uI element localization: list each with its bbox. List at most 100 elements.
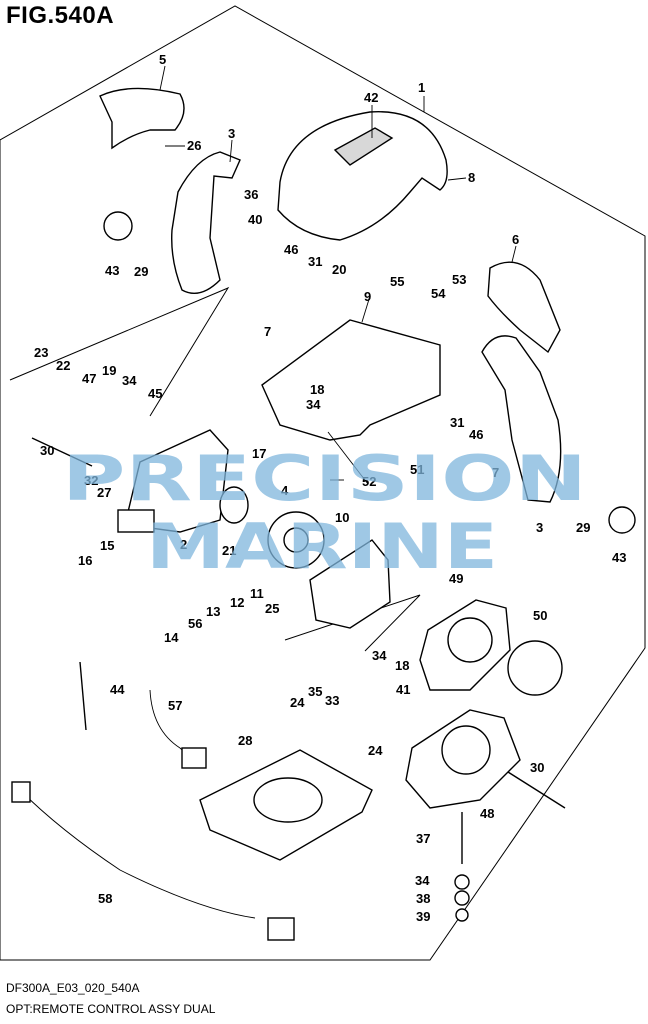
callout: 44 bbox=[110, 682, 125, 697]
lever-disc-43-right bbox=[608, 506, 636, 534]
callout: 47 bbox=[82, 371, 96, 386]
assy-49-wheel bbox=[447, 617, 493, 663]
hub-50 bbox=[507, 640, 563, 696]
lever-disc-43 bbox=[103, 211, 133, 241]
callout: 30 bbox=[40, 443, 54, 458]
callout: 25 bbox=[265, 601, 279, 616]
callout: 49 bbox=[449, 571, 463, 586]
callout: 51 bbox=[410, 462, 424, 477]
callout: 11 bbox=[250, 586, 264, 601]
bolt-30-left bbox=[31, 437, 93, 467]
callout: 55 bbox=[390, 274, 404, 289]
cover-part bbox=[277, 111, 448, 241]
callout: 34 bbox=[122, 373, 137, 388]
callout: 18 bbox=[395, 658, 409, 673]
callout: 5 bbox=[159, 52, 166, 67]
cover-badge-part bbox=[333, 127, 394, 166]
harness-57 bbox=[149, 689, 197, 763]
right-arm-part bbox=[481, 335, 562, 503]
callout: 34 bbox=[372, 648, 387, 663]
bolt-30-right bbox=[507, 771, 566, 809]
gasket-hole bbox=[253, 777, 323, 823]
figure-title: FIG.540A bbox=[6, 2, 115, 29]
frame-inner-line-2 bbox=[284, 594, 421, 652]
washer-38 bbox=[454, 890, 470, 906]
callout: 52 bbox=[362, 474, 376, 489]
callout: 36 bbox=[244, 187, 258, 202]
callout: 12 bbox=[230, 595, 244, 610]
callout: 22 bbox=[56, 358, 70, 373]
callout: 7 bbox=[492, 465, 499, 480]
callout: 9 bbox=[364, 289, 371, 304]
callout: 37 bbox=[416, 831, 430, 846]
callout: 7 bbox=[264, 324, 271, 339]
callout: 15 bbox=[100, 538, 114, 553]
watermark-line2: MARINE bbox=[146, 510, 498, 583]
nut-39 bbox=[455, 908, 469, 922]
callout: 56 bbox=[188, 616, 202, 631]
harness-58-connector-a bbox=[11, 781, 31, 803]
callout: 54 bbox=[431, 286, 446, 301]
callout: 23 bbox=[34, 345, 48, 360]
callout: 10 bbox=[335, 510, 349, 525]
frame-outline bbox=[0, 5, 646, 961]
callout: 16 bbox=[78, 553, 92, 568]
callout: 31 bbox=[450, 415, 464, 430]
callout: 30 bbox=[530, 760, 544, 775]
right-lever-part bbox=[487, 261, 561, 354]
callout: 29 bbox=[134, 264, 148, 279]
callout: 24 bbox=[290, 695, 305, 710]
figure-caption: OPT:REMOTE CONTROL ASSY DUAL bbox=[6, 1002, 216, 1016]
gear-10-hub bbox=[283, 527, 309, 553]
callout: 1 bbox=[418, 80, 425, 95]
callout: 2 bbox=[180, 537, 187, 552]
callout: 31 bbox=[308, 254, 322, 269]
watermark-line1: PRECISION bbox=[62, 442, 587, 515]
callout: 20 bbox=[332, 262, 346, 277]
callout: 46 bbox=[284, 242, 298, 257]
callout: 34 bbox=[415, 873, 430, 888]
callout: 24 bbox=[368, 743, 383, 758]
drawing-code: DF300A_E03_020_540A bbox=[6, 981, 140, 995]
callout: 17 bbox=[252, 446, 266, 461]
callout: 6 bbox=[512, 232, 519, 247]
housing-part bbox=[261, 319, 441, 441]
ring-4 bbox=[219, 486, 249, 524]
callout: 53 bbox=[452, 272, 466, 287]
callout: 46 bbox=[469, 427, 483, 442]
callout: 19 bbox=[102, 363, 116, 378]
left-arm-part bbox=[171, 151, 241, 294]
callout: 8 bbox=[468, 170, 475, 185]
callout: 45 bbox=[148, 386, 162, 401]
callout: 34 bbox=[306, 397, 321, 412]
callout: 33 bbox=[325, 693, 339, 708]
bracket-block-27 bbox=[117, 509, 155, 533]
callout: 27 bbox=[97, 485, 111, 500]
callout: 48 bbox=[480, 806, 494, 821]
callout: 32 bbox=[84, 473, 98, 488]
callout: 4 bbox=[281, 483, 289, 498]
callout: 3 bbox=[228, 126, 235, 141]
callout: 18 bbox=[310, 382, 324, 397]
harness-58-connector-b bbox=[267, 917, 295, 941]
left-lever-part bbox=[99, 87, 185, 150]
callout: 29 bbox=[576, 520, 590, 535]
assy-48-wheel bbox=[441, 725, 491, 775]
frame-inner-line-1 bbox=[9, 286, 230, 417]
leader-lines bbox=[159, 65, 517, 485]
mid-bracket-part bbox=[309, 539, 391, 629]
harness-57-connector bbox=[181, 747, 207, 769]
callout: 13 bbox=[206, 604, 220, 619]
callout: 41 bbox=[396, 682, 410, 697]
watermark: PRECISION MARINE bbox=[62, 442, 587, 583]
callout: 58 bbox=[98, 891, 112, 906]
callout: 26 bbox=[187, 138, 201, 153]
callout: 42 bbox=[364, 90, 378, 105]
callout: 3 bbox=[536, 520, 543, 535]
callout: 50 bbox=[533, 608, 547, 623]
callout: 40 bbox=[248, 212, 262, 227]
callout: 14 bbox=[164, 630, 179, 645]
callout: 38 bbox=[416, 891, 430, 906]
harness-58 bbox=[19, 789, 256, 919]
